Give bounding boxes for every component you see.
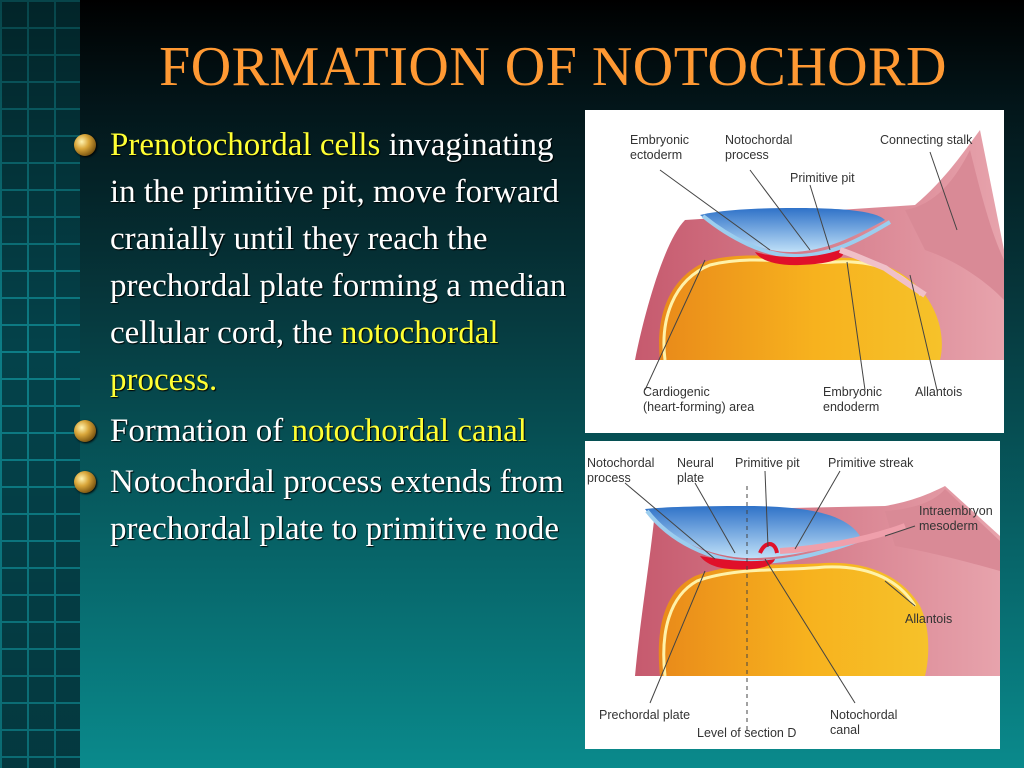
bullet-text: invaginating in the primitive pit, move … — [110, 127, 567, 351]
label-primitive-pit: Primitive pit — [790, 171, 855, 185]
label-level-of-section: Level of section D — [697, 726, 796, 740]
bullet-text: Notochordal process extends from prechor… — [110, 464, 564, 547]
label-connecting-stalk: Connecting stalk — [880, 133, 973, 147]
bullet-text: Formation of — [110, 413, 292, 449]
bullet-item: Notochordal process extends from prechor… — [74, 459, 584, 553]
label-embryonic-endoderm-2: endoderm — [823, 400, 879, 414]
embryo-diagram-top: Embryonic ectoderm Notochordal process C… — [585, 110, 1004, 433]
label-cardiogenic-1: Cardiogenic — [643, 385, 710, 399]
gold-sphere-bullet-icon — [74, 134, 96, 156]
bullet-highlight: notochordal process — [110, 315, 499, 398]
bullet-highlight: Prenotochordal cells — [110, 127, 381, 163]
label-neural-plate-2: plate — [677, 471, 704, 485]
label-primitive-pit: Primitive pit — [735, 456, 800, 470]
label-primitive-streak: Primitive streak — [828, 456, 914, 470]
label-notochordal-process-2: process — [587, 471, 631, 485]
embryo-diagram-bottom-svg: Notochordal process Neural plate Primiti… — [587, 456, 1000, 740]
label-prechordal-plate: Prechordal plate — [599, 708, 690, 722]
label-intraembryonic-2: mesoderm — [919, 519, 978, 533]
bullet-item: Formation of notochordal canal — [74, 408, 584, 455]
label-allantois: Allantois — [905, 612, 952, 626]
embryo-diagram-bottom: Notochordal process Neural plate Primiti… — [585, 441, 1000, 749]
label-neural-plate-1: Neural — [677, 456, 714, 470]
embryo-diagram-top-svg: Embryonic ectoderm Notochordal process C… — [630, 130, 1004, 414]
label-notochordal-canal-2: canal — [830, 723, 860, 737]
label-allantois: Allantois — [915, 385, 962, 399]
label-embryonic-ectoderm-2: ectoderm — [630, 148, 682, 162]
label-notochordal-process-1: Notochordal — [587, 456, 654, 470]
label-embryonic-endoderm-1: Embryonic — [823, 385, 882, 399]
label-notochordal-process-1: Notochordal — [725, 133, 792, 147]
label-notochordal-process-2: process — [725, 148, 769, 162]
bullet-item: Prenotochordal cells invaginating in the… — [74, 122, 584, 404]
label-intraembryonic-1: Intraembryon — [919, 504, 993, 518]
decorative-grid-strip — [0, 0, 80, 768]
gold-sphere-bullet-icon — [74, 420, 96, 442]
label-embryonic-ectoderm-1: Embryonic — [630, 133, 689, 147]
bullet-list: Prenotochordal cells invaginating in the… — [74, 122, 584, 557]
label-cardiogenic-2: (heart-forming) area — [643, 400, 754, 414]
label-notochordal-canal-1: Notochordal — [830, 708, 897, 722]
slide-title: FORMATION OF NOTOCHORD — [159, 36, 947, 98]
bullet-text-period: . — [208, 362, 218, 398]
gold-sphere-bullet-icon — [74, 471, 96, 493]
bullet-highlight: notochordal canal — [291, 413, 527, 449]
